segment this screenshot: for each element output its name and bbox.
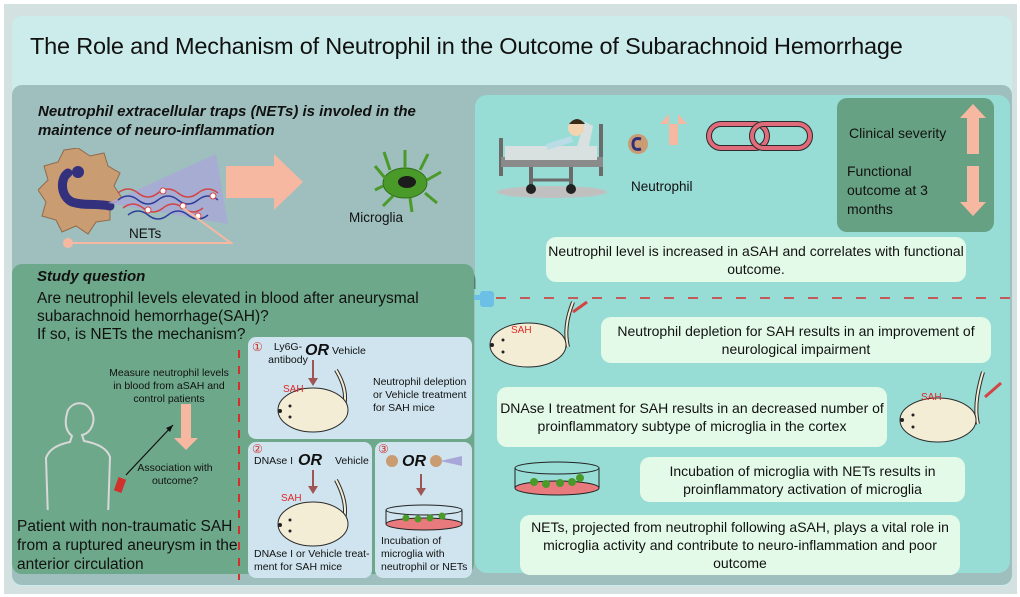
clinical-conclusion: Neutrophil level is increased in aSAH an… xyxy=(546,237,966,282)
study-question-heading: Study question xyxy=(37,268,146,285)
measure-text: Measure neutrophil levels in blood from … xyxy=(109,367,229,405)
sah-label: SAH xyxy=(283,384,304,395)
nets-illustration xyxy=(38,148,442,248)
clinical-severity-label: Clinical severity xyxy=(849,125,947,141)
nets-heading: Neutrophil extracellular traps (NETs) is… xyxy=(38,103,416,139)
finding-incubation: Incubation of microglia with NETs result… xyxy=(640,457,965,502)
mouse-icon xyxy=(489,300,588,368)
experiment-1-or: OR xyxy=(305,342,329,359)
experiment-1-option-a: Ly6G-antibody xyxy=(268,341,308,366)
nets-fan xyxy=(108,154,228,224)
experiment-1-option-b: Vehicle xyxy=(332,345,366,357)
finding-neutrophil-depletion: Neutrophil depletion for SAH results in … xyxy=(601,317,991,363)
sah-label: SAH xyxy=(281,493,302,504)
experiment-3-illustration xyxy=(385,455,463,531)
syringe-icon xyxy=(572,300,588,314)
chain-link-icon xyxy=(706,121,813,151)
experiment-2-description: DNAse I or Vehicle treat-ment for SAH mi… xyxy=(254,548,370,573)
petri-dish-icon xyxy=(514,461,600,496)
experiment-2-option-a: DNAse I xyxy=(254,455,294,467)
mouse-icon xyxy=(277,360,349,433)
experiment-1-number: ① xyxy=(252,340,263,354)
down-arrow-icon xyxy=(174,404,198,450)
clinical-illustration xyxy=(497,114,813,198)
patient-illustration xyxy=(44,402,198,510)
mouse-icon xyxy=(277,470,349,547)
severity-up-arrow-icon xyxy=(960,104,986,154)
up-arrow-icon xyxy=(660,114,687,145)
experiment-2-option-b: Vehicle xyxy=(335,455,369,467)
syringe-icon xyxy=(984,381,1002,399)
human-outline-icon xyxy=(44,402,112,510)
experiment-1-description: Neutrophil deleption or Vehicle treatmen… xyxy=(373,376,467,414)
final-conclusion: NETs, projected from neutrophil followin… xyxy=(520,515,960,575)
sah-label: SAH xyxy=(511,325,532,336)
nets-label: NETs xyxy=(129,226,162,241)
experiment-3-or: OR xyxy=(402,453,426,470)
nets-small-icon xyxy=(430,455,442,467)
red-dashed-divider xyxy=(238,350,240,580)
neutrophil-label: Neutrophil xyxy=(631,179,693,194)
experiment-2-number: ② xyxy=(252,442,263,456)
functional-outcome-label: Functional outcome at 3 months xyxy=(847,163,928,217)
study-question-text: Are neutrophil levels elevated in blood … xyxy=(37,290,477,344)
microglia-label: Microglia xyxy=(349,210,404,225)
microglia-icon xyxy=(373,150,442,213)
neutrophil-small-icon xyxy=(628,134,648,154)
figure-title: The Role and Mechanism of Neutrophil in … xyxy=(30,33,903,59)
right-arrow xyxy=(226,154,303,210)
nets-pointer xyxy=(68,207,235,244)
sah-label: SAH xyxy=(921,392,942,403)
question-line-2: If so, is NETs the mechanism? xyxy=(37,326,246,343)
outcome-down-arrow-icon xyxy=(960,166,986,216)
question-line-1: Are neutrophil levels elevated in blood … xyxy=(37,290,419,325)
neutrophil-small-icon xyxy=(386,455,398,467)
association-text: Association with outcome? xyxy=(137,462,213,487)
neutrophil-icon xyxy=(38,148,123,235)
mouse-icon xyxy=(899,371,1002,443)
experiment-3-number: ③ xyxy=(378,442,389,456)
patient-description: Patient with non-traumatic SAH from a ru… xyxy=(17,518,238,573)
hospital-bed-icon xyxy=(497,119,607,198)
experiment-2-or: OR xyxy=(298,452,322,469)
experiment-3-description: Incubation of microglia with neutrophil … xyxy=(381,535,468,573)
blood-tube-icon xyxy=(113,477,127,493)
outcome-arrows xyxy=(960,104,986,216)
finding-dnase: DNAse I treatment for SAH results in an … xyxy=(497,387,887,447)
